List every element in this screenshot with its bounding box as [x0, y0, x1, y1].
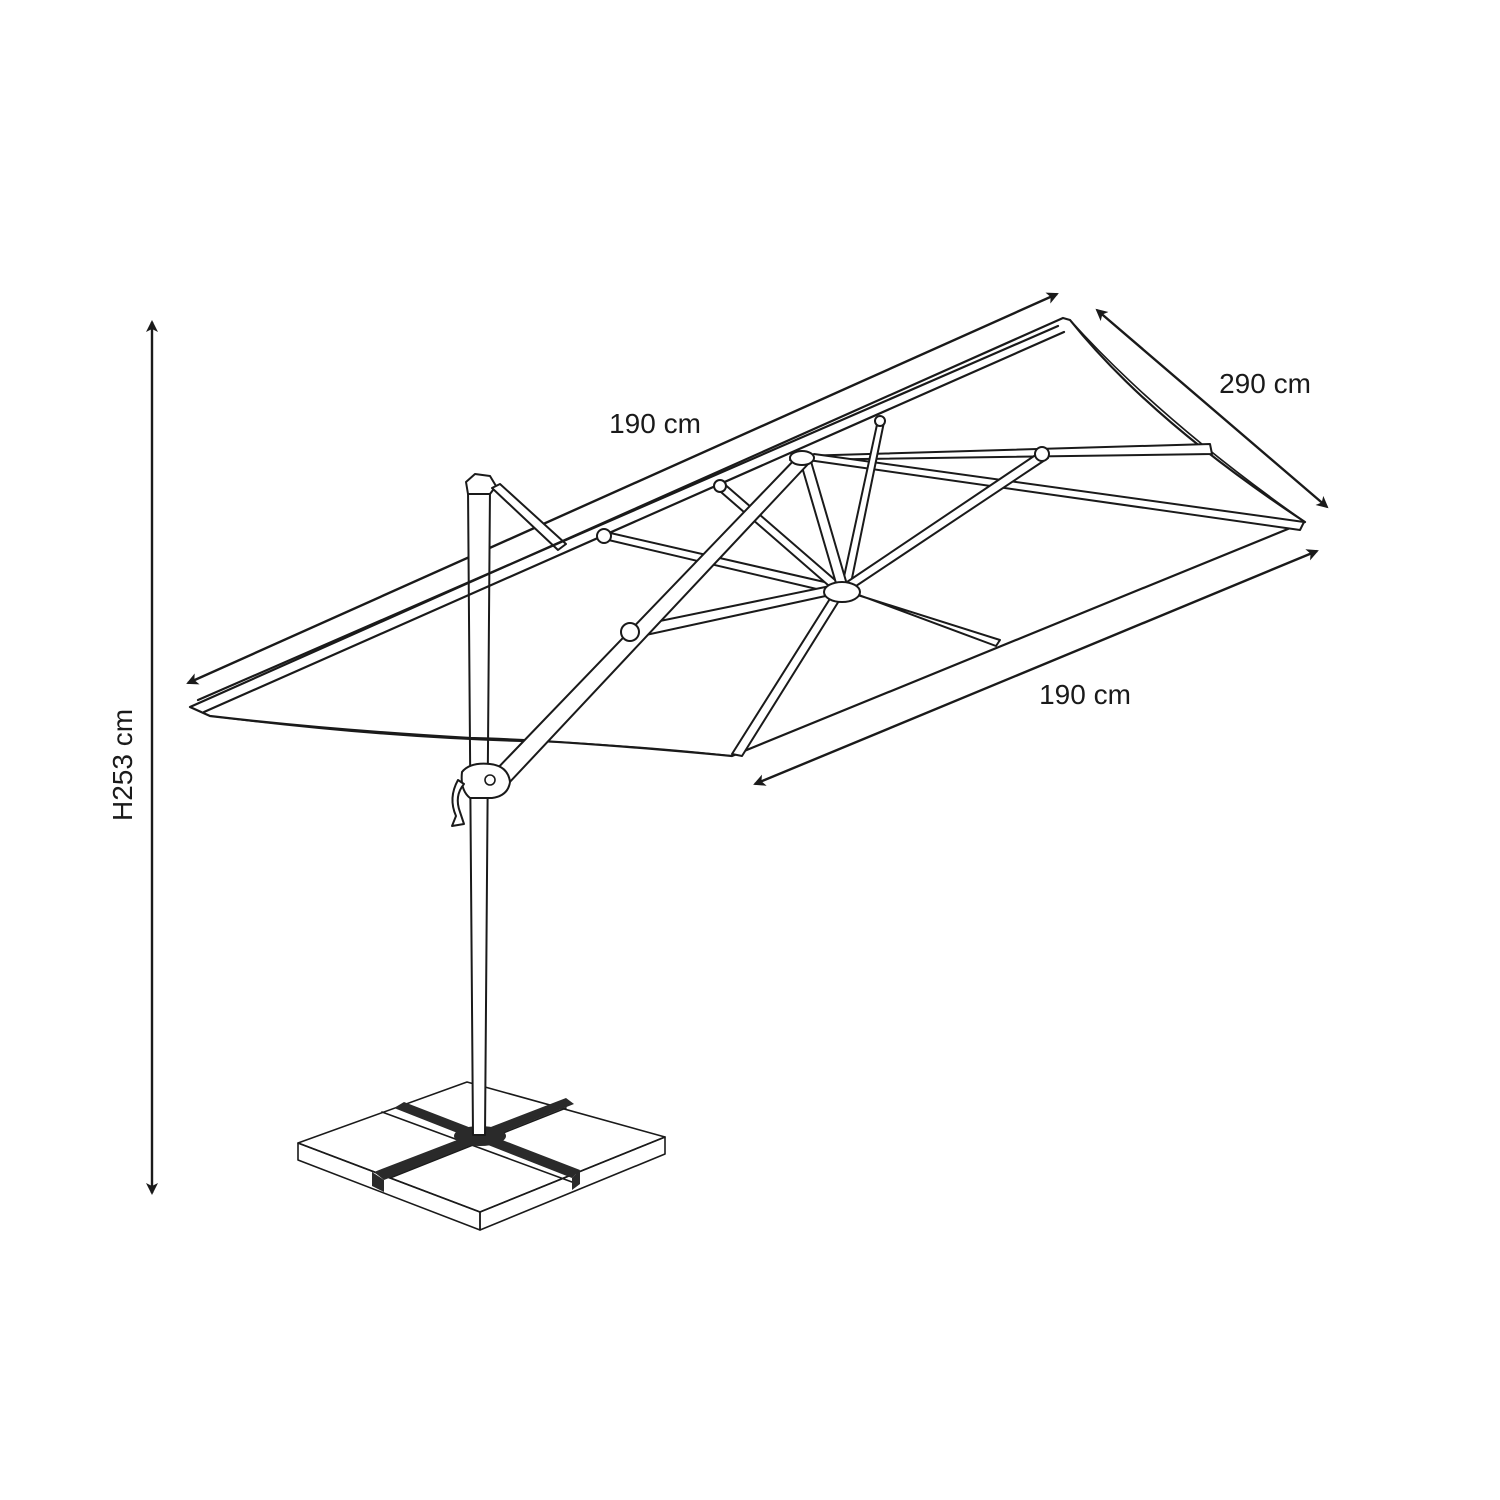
height-dimension: H253 cm	[107, 320, 158, 1195]
upper-strut	[491, 483, 567, 551]
depth-dimension-line	[1095, 308, 1329, 509]
depth-dimension: 290 cm	[1095, 308, 1329, 509]
base-seam	[381, 1111, 573, 1183]
crank-handle	[451, 779, 465, 827]
rib-joints	[596, 415, 1050, 642]
top-width-label: 190 cm	[609, 408, 701, 439]
pole-cap	[465, 473, 497, 495]
base-right-face	[479, 1136, 666, 1231]
hinge-bolt	[484, 774, 496, 786]
top-width-dimension-line	[186, 292, 1059, 685]
canopy-hub	[823, 581, 861, 603]
canopy-front-frame	[196, 324, 1066, 714]
umbrella-pole	[465, 473, 567, 1136]
canopy	[188, 316, 1307, 785]
height-label: H253 cm	[107, 709, 138, 821]
base-left-face	[297, 1142, 481, 1231]
rib	[789, 443, 1213, 461]
top-hub	[789, 450, 815, 466]
crank-hinge	[451, 762, 511, 827]
canopy-ribs	[599, 419, 1305, 757]
cantilever-arm	[491, 455, 811, 785]
canopy-side-hem	[1069, 319, 1306, 523]
front-width-label: 190 cm	[1039, 679, 1131, 710]
canopy-fabric	[188, 316, 1307, 758]
front-width-dimension: 190 cm	[753, 549, 1319, 786]
front-width-dimension-line	[753, 549, 1319, 786]
pole-shaft	[467, 487, 491, 1136]
granite-base	[297, 1081, 666, 1231]
top-width-dimension: 190 cm	[186, 292, 1059, 685]
cross-strap	[372, 1098, 580, 1192]
rib	[839, 587, 1001, 647]
depth-label: 290 cm	[1219, 368, 1311, 399]
